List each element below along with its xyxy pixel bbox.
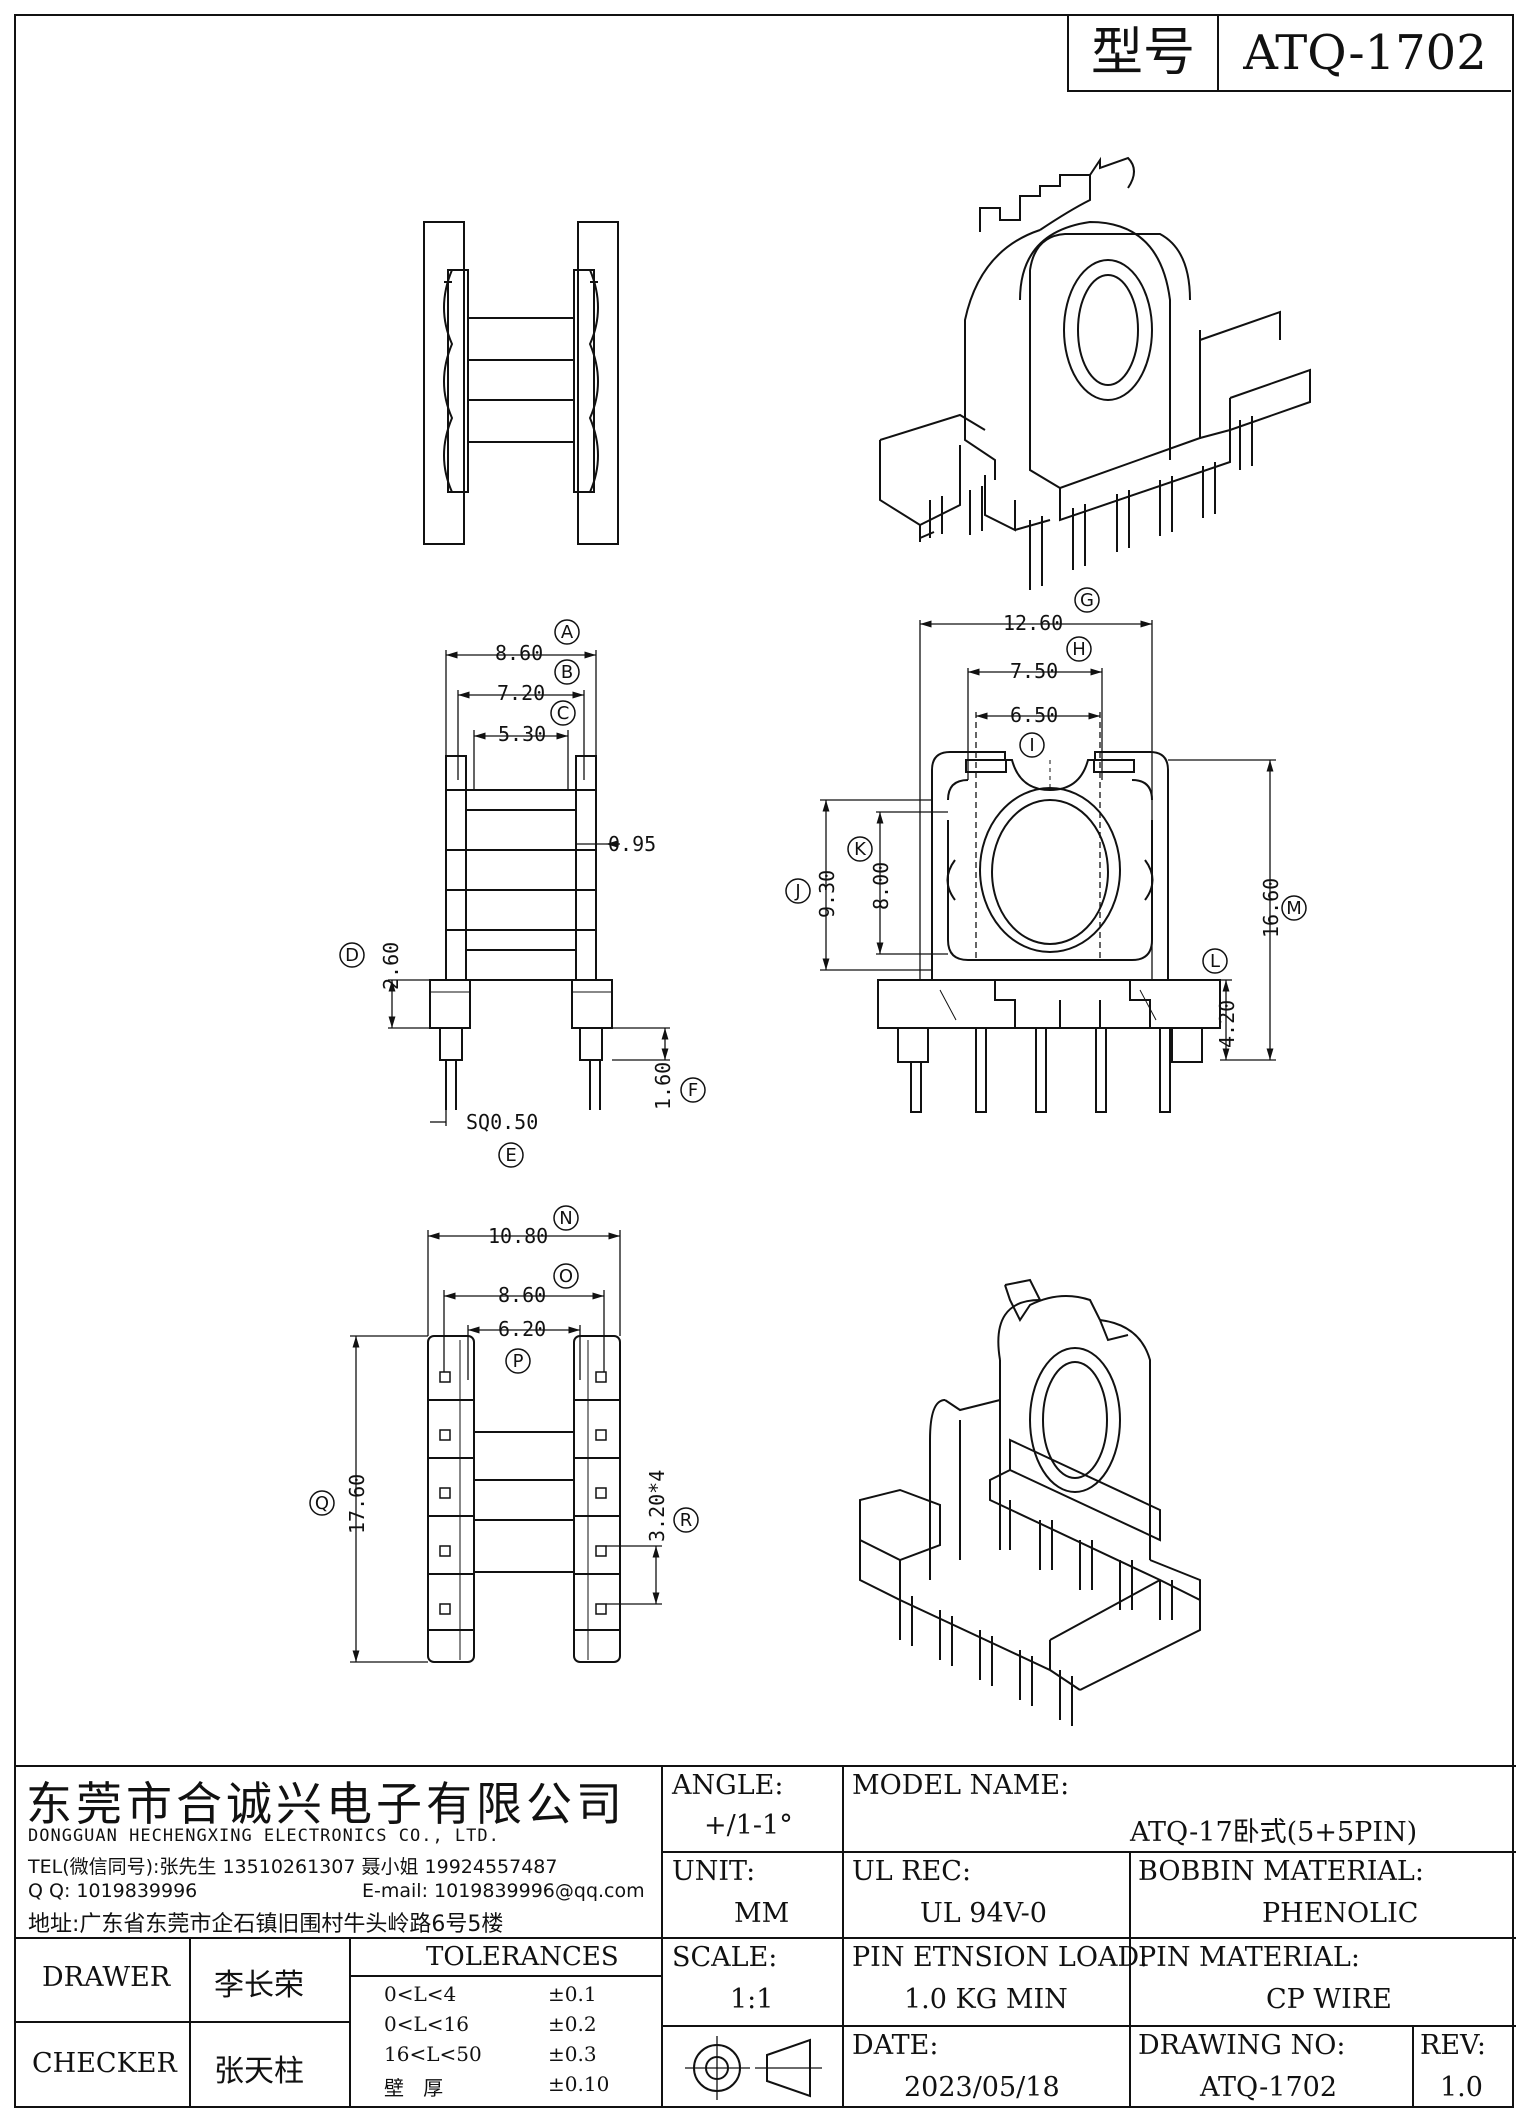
label-b: B — [561, 662, 573, 683]
tolerance-range: 壁 厚 — [384, 2076, 444, 2100]
dim-r: 3.20*4 — [645, 1470, 669, 1542]
dim-i: 6.50 — [1010, 703, 1058, 727]
company-qq: Q Q: 1019839996 — [28, 1880, 198, 1902]
company-name-cn: 东莞市合诚兴电子有限公司 — [26, 1777, 626, 1831]
drawing-frame — [14, 14, 1514, 2108]
dim-wall: 0.95 — [608, 832, 656, 856]
bottom-view — [427, 1335, 621, 1663]
label-h: H — [1072, 639, 1086, 660]
label-q: Q — [315, 1493, 329, 1514]
label-l: L — [1210, 951, 1220, 972]
label-f: F — [688, 1080, 698, 1101]
dim-j: 9.30 — [815, 870, 839, 918]
unit-label: UNIT: — [672, 1856, 756, 1887]
dim-o: 8.60 — [498, 1283, 546, 1307]
bobbin-label: BOBBIN MATERIAL: — [1138, 1856, 1424, 1887]
dimension-text: 8.60 7.20 5.30 0.95 2.60 1.60 SQ0.50 12.… — [345, 611, 1283, 1542]
dim-a: 8.60 — [495, 641, 543, 665]
model-label: 型号 — [1069, 16, 1219, 90]
tolerance-value: ±0.3 — [548, 2042, 597, 2066]
label-m: M — [1286, 898, 1302, 919]
label-j: J — [794, 881, 800, 902]
model-name-value: ATQ-17卧式(5+5PIN) — [1130, 1817, 1418, 1848]
label-c: C — [557, 703, 570, 724]
bobbin-value: PHENOLIC — [1262, 1898, 1419, 1929]
dim-b: 7.20 — [497, 681, 545, 705]
top-view — [423, 221, 619, 545]
dim-q: 17.60 — [345, 1474, 369, 1534]
label-r: R — [680, 1510, 693, 1531]
ul-value: UL 94V-0 — [920, 1898, 1047, 1929]
dimension-lines — [350, 620, 1276, 1663]
label-o: O — [559, 1266, 573, 1287]
checker-value: 张天柱 — [214, 2054, 304, 2089]
pin-material-value: CP WIRE — [1266, 1984, 1392, 2015]
dim-d: 2.60 — [379, 942, 403, 990]
pin-material-label: PIN MATERIAL: — [1138, 1942, 1360, 1973]
unit-value: MM — [734, 1898, 790, 1929]
drawer-label: DRAWER — [42, 1962, 171, 1993]
dim-p: 6.20 — [498, 1317, 546, 1341]
isometric-view-top — [879, 156, 1311, 590]
pin-load-value: 1.0 KG MIN — [904, 1984, 1068, 2015]
tolerance-value: ±0.1 — [548, 1982, 597, 2006]
company-address: 地址:广东省东莞市企石镇旧围村牛头岭路6号5楼 — [28, 1912, 504, 1937]
front-view — [877, 751, 1221, 1113]
tolerances-label: TOLERANCES — [426, 1942, 619, 1972]
label-d: D — [345, 945, 359, 966]
company-tel: TEL(微信同号):张先生 13510261307 聂小姐 1992455748… — [28, 1856, 558, 1878]
dim-e: SQ0.50 — [466, 1110, 538, 1134]
model-name-label: MODEL NAME: — [852, 1770, 1070, 1801]
drawer-value: 李长荣 — [214, 1968, 304, 2003]
label-a: A — [561, 622, 574, 643]
title-block-grid — [14, 1765, 1516, 2108]
tolerance-range: 0<L<16 — [384, 2012, 469, 2036]
date-label: DATE: — [852, 2030, 939, 2061]
dim-l: 4.20 — [1215, 1000, 1239, 1048]
dim-h: 7.50 — [1010, 659, 1058, 683]
dim-g: 12.60 — [1003, 611, 1063, 635]
dim-c: 5.30 — [498, 722, 546, 746]
side-view — [429, 755, 613, 1110]
balloon-labels: A B C D E F G H I J K L M N O P Q R — [315, 590, 1302, 1531]
label-p: P — [513, 1351, 524, 1372]
rev-value: 1.0 — [1440, 2072, 1483, 2103]
tolerance-range: 0<L<4 — [384, 1982, 457, 2006]
label-i: I — [1029, 735, 1034, 756]
label-g: G — [1080, 590, 1094, 611]
scale-value: 1:1 — [730, 1984, 774, 2015]
model-value: ATQ-1702 — [1243, 25, 1487, 81]
checker-label: CHECKER — [32, 2048, 177, 2079]
scale-label: SCALE: — [672, 1942, 778, 1973]
angle-value: +/1-1° — [704, 1810, 793, 1841]
model-number-box: 型号 ATQ-1702 — [1067, 16, 1511, 92]
rev-label: REV: — [1420, 2030, 1486, 2061]
dim-m: 16.60 — [1259, 878, 1283, 938]
angle-label: ANGLE: — [672, 1770, 784, 1801]
label-n: N — [559, 1208, 572, 1229]
drawing-no-label: DRAWING NO: — [1138, 2030, 1346, 2061]
company-email: E-mail: 1019839996@qq.com — [362, 1880, 645, 1902]
ul-label: UL REC: — [852, 1856, 972, 1887]
pin-load-label: PIN ETNSION LOAD: — [852, 1942, 1149, 1973]
label-e: E — [505, 1145, 516, 1166]
isometric-view-bottom — [859, 1278, 1201, 1726]
drawing-no-value: ATQ-1702 — [1200, 2072, 1337, 2103]
company-name-en: DONGGUAN HECHENGXING ELECTRONICS CO., LT… — [28, 1826, 500, 1846]
tolerance-range: 16<L<50 — [384, 2042, 482, 2066]
dim-f: 1.60 — [651, 1062, 675, 1110]
balloon-circles — [309, 587, 1307, 1533]
tolerance-value: ±0.2 — [548, 2012, 597, 2036]
dim-k: 8.00 — [869, 862, 893, 910]
tolerance-value: ±0.10 — [548, 2072, 610, 2096]
dim-n: 10.80 — [488, 1224, 548, 1248]
date-value: 2023/05/18 — [904, 2072, 1060, 2103]
label-k: K — [854, 839, 867, 860]
